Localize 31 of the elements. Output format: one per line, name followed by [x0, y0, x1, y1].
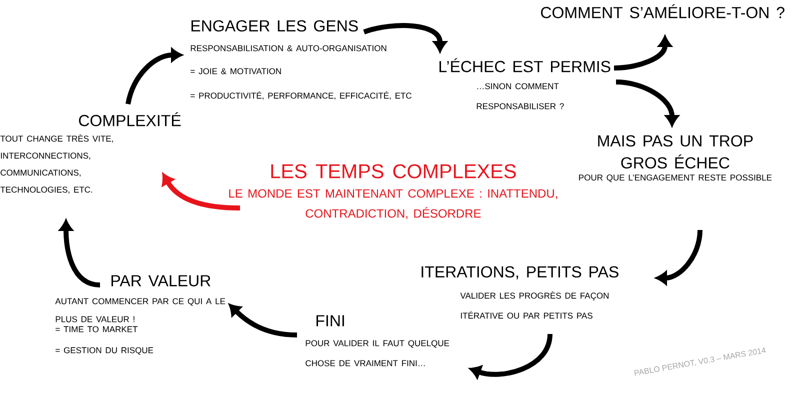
- curved-arrow: [126, 48, 182, 105]
- body-text: RESPONSABILISATION & AUTO-ORGANISATION: [190, 45, 386, 52]
- heading-text: COMPLEXITÉ: [79, 112, 181, 126]
- curved-arrow: [162, 174, 240, 210]
- body-text: = TIME TO MARKET: [56, 326, 138, 332]
- heading-text: COMMENT S’AMÉLIORE-T-ON ?: [541, 4, 784, 18]
- body-text: TOUT CHANGE TRÈS VITE, INTERCONNECTIONS, COMMUNICATIONS, TECHNOLOGIES, ETC.: [0, 134, 113, 194]
- curved-arrow: [614, 36, 672, 70]
- body-text: = JOIE & MOTIVATION: [190, 68, 281, 74]
- curved-arrow: [229, 304, 298, 338]
- heading-text: MAIS PAS UN TROP GROS ÉCHEC: [598, 135, 753, 169]
- credit-note: PABLO PERNOT, V0.3 – MARS 2014: [634, 347, 766, 376]
- body-text: POUR VALIDER IL FAUT QUELQUE CHOSE DE VRAIMENT FINI…: [306, 340, 450, 366]
- curved-arrow: [616, 80, 679, 126]
- body-text: …SINON COMMENT RESPONSABILISER ?: [476, 83, 564, 110]
- curved-arrow: [470, 334, 552, 378]
- body-text: = PRODUCTIVITÉ, PERFORMANCE, EFFICACITÉ, ETC: [190, 91, 412, 100]
- heading-text: ITERATIONS, PETITS PAS: [422, 266, 618, 280]
- heading-text: L’ÉCHEC EST PERMIS: [440, 58, 610, 72]
- body-text: = GESTION DU RISQUE: [56, 347, 154, 355]
- body-text: POUR QUE L’ENGAGEMENT RESTE POSSIBLE: [579, 174, 772, 182]
- body-text: AUTANT COMMENCER PAR CE QUI A LE PLUS DE VALEUR !: [55, 298, 226, 322]
- heading-text: PAR VALEUR: [112, 275, 210, 286]
- heading-text: FINI: [316, 315, 344, 326]
- curved-arrow: [363, 23, 447, 52]
- heading-text: ENGAGER LES GENS: [192, 20, 358, 32]
- body-text: VALIDER LES PROGRÈS DE FAÇON ITÉRATIVE OU PAR PETITS PAS: [460, 291, 609, 319]
- heading-text: LES TEMPS COMPLEXES: [271, 164, 516, 178]
- curved-arrow: [656, 230, 702, 285]
- curved-arrow: [59, 220, 100, 288]
- body-text: LE MONDE EST MAINTENANT COMPLEXE : INATTENDU, CONTRADICTION, DÉSORDRE: [229, 189, 558, 220]
